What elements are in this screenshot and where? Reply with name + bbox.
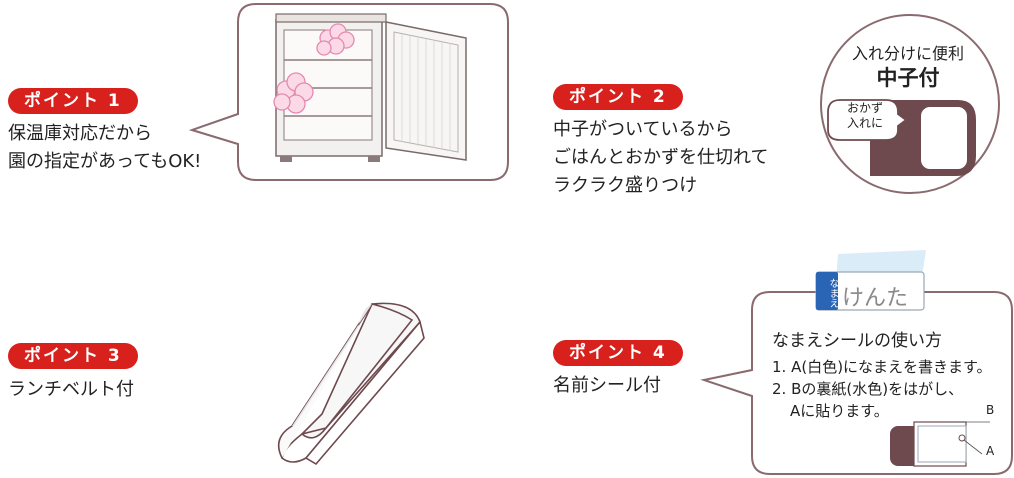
point-2-text-line-3: ラクラク盛りつけ <box>553 175 698 196</box>
divider-bubble-text-1: おかず <box>846 101 883 115</box>
divider-bubble-text-2: 入れに <box>846 116 883 130</box>
name-sticker-name: けんた <box>842 286 909 311</box>
divider-callout-title-2: 中子付 <box>876 66 940 90</box>
sticker-howto-title: なまえシールの使い方 <box>772 331 942 351</box>
sticker-howto-step-3: Aに貼ります。 <box>790 402 889 420</box>
point-3-badge: ポイント 3 <box>8 343 138 369</box>
point-1-badge: ポイント 1 <box>8 88 138 114</box>
name-sticker-tag: なまえ <box>827 278 838 308</box>
point-3-text-line-1: ランチベルト付 <box>8 379 134 400</box>
point-2-badge: ポイント 2 <box>553 84 683 110</box>
point-4-text-line-1: 名前シール付 <box>553 375 661 396</box>
sticker-howto-step-1: 1. A(白色)になまえを書きます。 <box>772 358 992 376</box>
point-4-badge: ポイント 4 <box>553 340 683 366</box>
name-sticker-illustration <box>815 250 926 311</box>
divider-callout-title-1: 入れ分けに便利 <box>851 44 964 63</box>
sticker-label-a: A <box>986 444 995 458</box>
point-1-text-line-2: 園の指定があってもOK! <box>8 151 202 172</box>
sticker-ab-diagram <box>890 421 990 467</box>
point-2-text-line-1: 中子がついているから <box>553 119 733 140</box>
sticker-label-b: B <box>986 403 995 417</box>
point-1-text-line-1: 保温庫対応だから <box>8 123 152 144</box>
food-warmer-illustration <box>273 13 467 162</box>
lunch-belt-illustration <box>277 302 425 466</box>
point-2-text-line-2: ごはんとおかずを仕切れて <box>553 147 769 168</box>
sticker-howto-step-2: 2. Bの裏紙(水色)をはがし、 <box>772 380 964 398</box>
divider-lunchbox-illustration <box>827 99 976 176</box>
